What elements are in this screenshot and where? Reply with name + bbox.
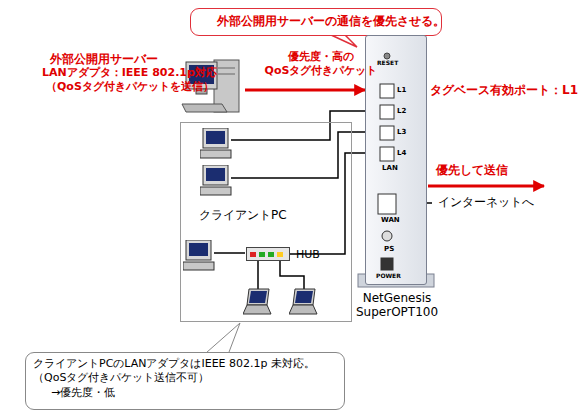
hub-panel [247, 248, 289, 260]
edge-label: 優先度・高の QoSタグ付きパケット [262, 50, 380, 78]
client-pc [183, 240, 214, 270]
node-text: 外部公開用サーバー [50, 53, 158, 67]
port-label: L4 [397, 149, 406, 157]
port-label: POWER [376, 273, 401, 280]
reset-button [384, 53, 390, 59]
hub-led [268, 252, 274, 257]
node-text: LANアダプタ：IEEE 802.1p対応 [42, 67, 217, 80]
port-label: PS [384, 245, 394, 253]
power-jack [382, 231, 392, 241]
callout-box: 外部公開用サーバーの通信を優先させる。 [190, 8, 442, 36]
wan-cable [427, 202, 432, 204]
port-label: L2 [397, 107, 406, 115]
client-laptop [243, 289, 271, 314]
node-text: 外部公開用サーバーの通信を優先させる。 [217, 15, 445, 29]
client-group: クライアントPC HUB [180, 122, 352, 322]
node-text: クライアントPCのLANアダプタはIEEE 802.1p 未対応。 [33, 358, 315, 371]
lan-port [380, 105, 394, 119]
client-laptop [289, 289, 317, 314]
node-text: →優先度・低 [51, 387, 115, 400]
client-pc [200, 128, 231, 158]
node-text: （QoSタグ付きパケット送信不可） [33, 372, 209, 385]
lan-cable [214, 252, 245, 254]
destination-label: インターネットへ [438, 196, 534, 210]
lan-port [380, 147, 394, 161]
lan-port [380, 126, 394, 140]
node-text: （QoSタグ付きパケットを送信） [46, 81, 214, 94]
hub-led [259, 252, 265, 257]
port-note: タグベース有効ポート：L1 [430, 84, 578, 98]
arrow-label: 優先して送信 [436, 164, 508, 178]
drive-slot [218, 74, 235, 75]
lan-cable [280, 260, 304, 289]
hub-box: HUB [246, 247, 290, 261]
keyboard [182, 104, 227, 112]
node-text: クライアントPC [199, 209, 287, 223]
connector [290, 153, 365, 254]
lan-cable [257, 260, 259, 289]
drive-slot [218, 68, 235, 69]
hub-led [277, 252, 283, 257]
port-label: WAN [381, 216, 400, 224]
wan-port [378, 194, 396, 214]
priority-arrow [428, 185, 544, 188]
node-text: NetGenesis SuperOPT100 [356, 292, 438, 320]
hub-led [250, 252, 256, 257]
lan-cable [231, 132, 372, 178]
port-label: RESET [377, 60, 398, 67]
lan-port [380, 84, 394, 98]
connector [245, 89, 365, 92]
server-group: 外部公開用サーバーLANアダプタ：IEEE 802.1p対応（QoSタグ付きパケ… [40, 48, 245, 118]
port-label: LAN [382, 164, 398, 172]
note-callout: クライアントPCのLANアダプタはIEEE 802.1p 未対応。（QoSタグ付… [25, 352, 345, 410]
power-switch [381, 258, 393, 270]
node-text: HUB [296, 249, 320, 262]
port-label: L1 [397, 86, 406, 94]
port-label: L3 [397, 128, 406, 136]
client-pc [200, 165, 231, 195]
lan-cable [231, 111, 372, 140]
